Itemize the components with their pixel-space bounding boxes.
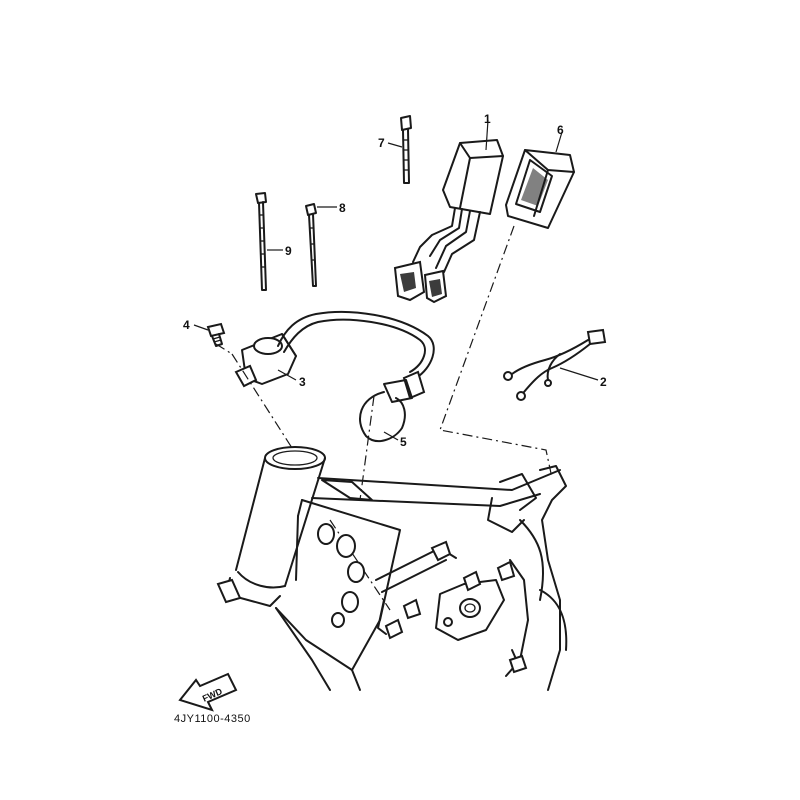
part-7-band[interactable] [400,115,412,184]
callout-3: 3 [299,375,306,389]
callout-7: 7 [378,136,385,150]
part-8-cable-tie-short[interactable] [305,203,317,287]
part-1-ignitor-unit[interactable] [393,139,504,304]
callout-9: 9 [285,244,292,258]
callout-5: 5 [400,435,407,449]
part-9-cable-tie-long[interactable] [255,192,267,291]
fwd-arrow-icon: FWD [178,672,238,712]
part-3-ignition-coil[interactable] [234,311,435,388]
part-6-rubber-cover[interactable] [505,149,575,229]
callout-2: 2 [600,375,607,389]
part-5-plug-cap[interactable] [359,370,426,443]
callout-8: 8 [339,201,346,215]
part-4-screw[interactable] [206,322,226,347]
callout-1: 1 [484,112,491,126]
motorcycle-frame[interactable] [216,446,568,691]
part-2-wire-harness[interactable] [503,328,607,401]
diagram-code: 4JY1100-4350 [174,713,251,725]
callout-6: 6 [557,123,564,137]
callout-4: 4 [183,318,190,332]
